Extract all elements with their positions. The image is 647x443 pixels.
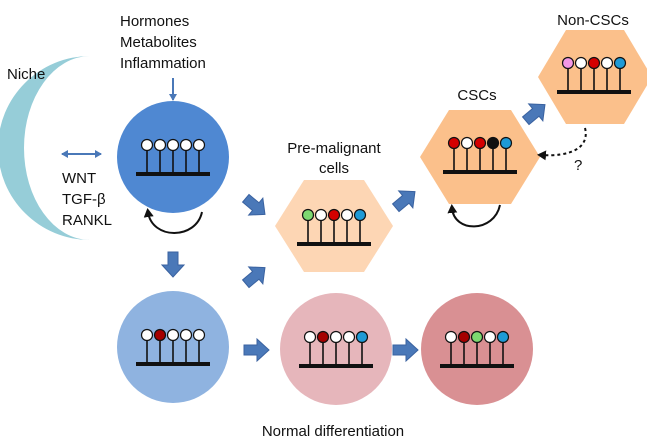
marker-blue <box>353 208 367 222</box>
marker-white <box>179 328 193 342</box>
marker-red <box>587 56 601 70</box>
marker-base-bar <box>136 172 210 176</box>
signal-wnt: WNT <box>62 170 96 187</box>
stem-self-renewal-arrow <box>143 208 203 234</box>
niche-crescent <box>0 56 90 240</box>
marker-white <box>153 138 167 152</box>
signal-inflammation: Inflammation <box>120 55 206 72</box>
block-arrow-shape <box>241 266 266 289</box>
signal-metabolites: Metabolites <box>120 34 197 51</box>
marker-white <box>179 138 193 152</box>
marker-white <box>192 328 206 342</box>
signal-hormones: Hormones <box>120 13 189 30</box>
premalignant-label-line1: Pre-malignant <box>287 140 381 157</box>
marker-blue <box>613 56 627 70</box>
marker-white <box>460 136 474 150</box>
block-arrow-shape <box>521 103 546 126</box>
premalignant-label-line2: cells <box>319 160 349 177</box>
marker-dark_red <box>153 328 167 342</box>
marker-white <box>140 138 154 152</box>
marker-white <box>140 328 154 342</box>
marker-black <box>486 136 500 150</box>
block-arrow-differentiated-to-differentiated <box>392 337 419 363</box>
marker-white <box>166 138 180 152</box>
non-cscs-label: Non-CSCs <box>557 12 629 29</box>
cscs-label: CSCs <box>457 87 496 104</box>
signal-rankl: RANKL <box>62 212 112 229</box>
csc-self-renewal-arrow <box>447 204 501 228</box>
marker-base-bar <box>557 90 631 94</box>
non-csc-cell <box>538 30 647 124</box>
stem-cell-markers <box>136 138 210 176</box>
marker-blue <box>355 330 369 344</box>
block-arrow-progenitor-to-differentiated <box>243 337 270 363</box>
question-mark: ? <box>574 157 582 174</box>
block-arrow-premalignant-to-cscs <box>391 190 416 213</box>
csc-cell-markers <box>443 136 517 174</box>
marker-blue <box>496 330 510 344</box>
block-arrow-stem-to-premalignant <box>241 193 266 216</box>
block-arrow-shape <box>391 190 416 213</box>
normal-differentiation-label: Normal differentiation <box>262 423 404 440</box>
premalignant-cell-markers <box>297 208 371 246</box>
marker-blue <box>499 136 513 150</box>
block-arrow-shape <box>160 251 186 278</box>
marker-red <box>327 208 341 222</box>
differentiated-cell-1-markers <box>299 330 373 368</box>
niche-label: Niche <box>7 66 45 83</box>
block-arrow-shape <box>392 337 419 363</box>
block-arrow-cscs-to-noncscs <box>521 103 546 126</box>
marker-white <box>483 330 497 344</box>
marker-white <box>340 208 354 222</box>
marker-red <box>447 136 461 150</box>
marker-base-bar <box>440 364 514 368</box>
marker-pink <box>561 56 575 70</box>
marker-red <box>473 136 487 150</box>
marker-base-bar <box>297 242 371 246</box>
differentiated-cell-2-markers <box>440 330 514 368</box>
marker-base-bar <box>136 362 210 366</box>
signal-tgf-beta: TGF-β <box>62 191 106 208</box>
marker-green <box>301 208 315 222</box>
block-arrow-progenitor-to-premalignant <box>241 266 266 289</box>
marker-white <box>314 208 328 222</box>
marker-green <box>470 330 484 344</box>
block-arrow-stem-to-progenitor <box>160 251 186 278</box>
block-arrow-shape <box>243 337 270 363</box>
marker-dark_red <box>457 330 471 344</box>
non-csc-cell-markers <box>557 56 631 94</box>
marker-white <box>166 328 180 342</box>
progenitor-cell-markers <box>136 328 210 366</box>
marker-base-bar <box>299 364 373 368</box>
marker-base-bar <box>443 170 517 174</box>
marker-white <box>444 330 458 344</box>
marker-white <box>574 56 588 70</box>
marker-white <box>342 330 356 344</box>
marker-white <box>600 56 614 70</box>
marker-dark_red <box>316 330 330 344</box>
marker-white <box>303 330 317 344</box>
marker-white <box>329 330 343 344</box>
block-arrow-shape <box>241 193 266 216</box>
dotted-return-arrow <box>537 127 587 161</box>
marker-white <box>192 138 206 152</box>
